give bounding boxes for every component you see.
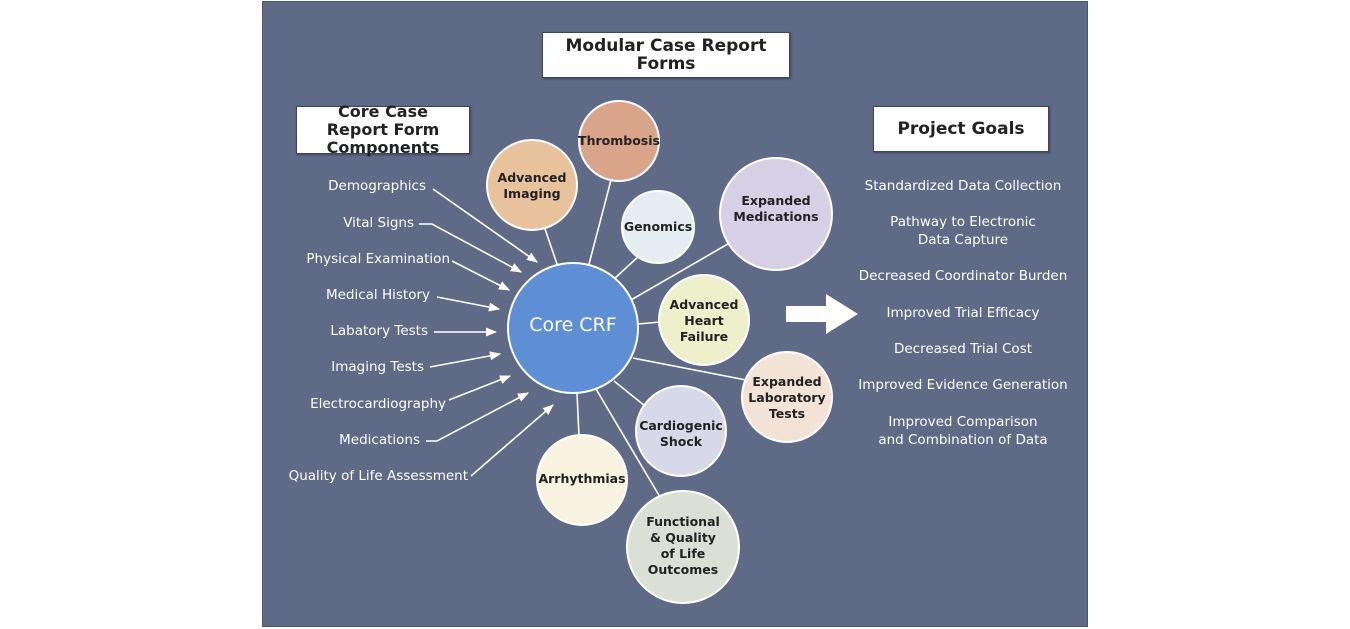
bubble-functional-qol — [626, 490, 740, 604]
arrow-imaging-tests — [429, 351, 502, 368]
component-arrows — [419, 188, 554, 477]
goal-trial-cost: Decreased Trial Cost — [893, 341, 1033, 357]
goal-comparison-combination: Improved Comparison and Combination of D… — [878, 414, 1048, 448]
diagram-title: Modular Case Report Forms — [542, 32, 790, 78]
project-goals-heading: Project Goals — [873, 106, 1049, 152]
arrow-demographics — [432, 188, 538, 263]
component-labatory-tests: Labatory Tests — [330, 323, 428, 339]
arrow-medical-history — [436, 296, 501, 312]
core-crf-label: Core CRF — [529, 314, 617, 336]
bubble-advanced-heart-failure — [658, 274, 750, 366]
arrow-physical-exam — [451, 260, 510, 291]
module-thrombosis-label: Thrombosis — [578, 133, 660, 148]
module-genomics-label: Genomics — [623, 219, 693, 234]
bubble-expanded-medications — [719, 157, 833, 271]
core-crf-circle — [507, 262, 639, 394]
goal-trial-efficacy: Improved Trial Efficacy — [886, 305, 1040, 321]
component-medical-history: Medical History — [325, 287, 430, 303]
component-electrocardiography: Electrocardiography — [310, 396, 446, 412]
module-advanced-heart-failure-label: Advanced Heart Failure — [669, 297, 739, 344]
arrow-medications — [426, 392, 529, 442]
module-bubbles — [486, 100, 833, 604]
component-vital-signs: Vital Signs — [343, 215, 414, 231]
module-connectors — [543, 179, 747, 498]
component-physical-examination: Physical Examination — [306, 251, 450, 267]
goal-pathway-edc: Pathway to Electronic Data Capture — [890, 214, 1036, 248]
goal-coordinator-burden: Decreased Coordinator Burden — [858, 268, 1068, 284]
goal-standardized-data: Standardized Data Collection — [864, 178, 1062, 194]
component-quality-of-life: Quality of Life Assessment — [288, 468, 468, 484]
goal-evidence-generation: Improved Evidence Generation — [858, 377, 1068, 393]
bubble-thrombosis — [578, 100, 660, 182]
component-imaging-tests: Imaging Tests — [331, 359, 424, 375]
module-expanded-medications-label: Expanded Medications — [733, 193, 819, 224]
module-advanced-imaging-label: Advanced Imaging — [497, 170, 567, 201]
bubble-expanded-laboratory-tests — [741, 351, 833, 443]
bubble-cardiogenic-shock — [635, 385, 727, 477]
component-medications: Medications — [339, 432, 420, 448]
bubble-advanced-imaging — [486, 139, 578, 231]
bubble-arrhythmias — [536, 434, 628, 526]
bubble-genomics — [621, 190, 695, 264]
arrow-qol — [470, 404, 554, 477]
module-functional-qol-label: Functional & Quality of Life Outcomes — [646, 514, 720, 577]
module-cardiogenic-shock-label: Cardiogenic Shock — [639, 418, 723, 449]
arrow-ecg — [448, 375, 512, 401]
component-demographics: Demographics — [328, 178, 426, 194]
goals-arrow-icon — [786, 294, 858, 334]
core-components-heading: Core Case Report Form Components — [296, 103, 470, 157]
arrow-vital-signs — [419, 223, 522, 273]
module-expanded-laboratory-tests-label: Expanded Laboratory Tests — [748, 374, 826, 421]
module-arrhythmias-label: Arrhythmias — [538, 471, 626, 486]
